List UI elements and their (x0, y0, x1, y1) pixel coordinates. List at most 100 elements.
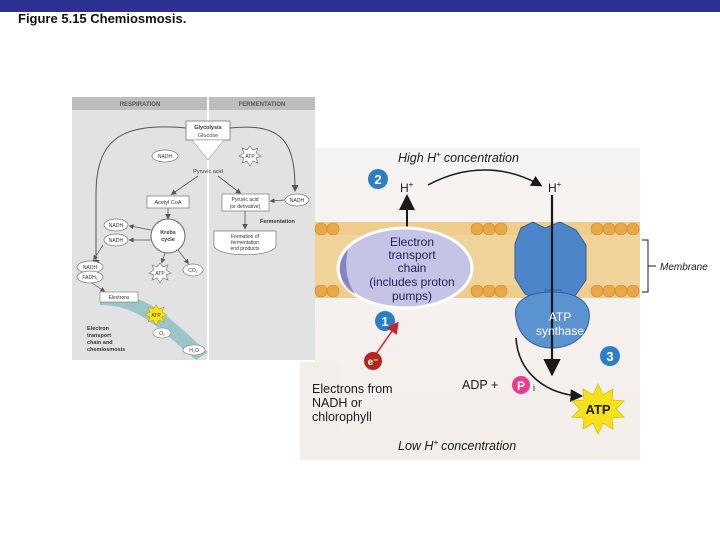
fadh2-label: FADH₂ (82, 275, 97, 281)
arrow-krebs-atp (160, 252, 166, 264)
arrow-krebs-co2 (177, 249, 189, 265)
glucose-label: Glucose (198, 133, 218, 139)
membrane-heads-bottom (314, 284, 640, 298)
atp-burst-krebs (148, 262, 172, 284)
phospholipid-head (626, 284, 640, 298)
electron-symbol: e⁻ (368, 357, 379, 368)
fermentation-products-box (213, 230, 277, 256)
nadh-oval-krebs-2 (103, 233, 129, 247)
atp-synthase-line2: synthase (536, 324, 584, 338)
arrow-nadh-down (93, 244, 104, 261)
atp-synthase-line1: ATP (549, 310, 571, 324)
membrane-bracket (642, 239, 649, 293)
overview-panel: RESPIRATION FERMENTATION Glycolysis Gluc… (72, 97, 315, 360)
arrow-to-electrons (91, 282, 106, 292)
membrane-label: Membrane (660, 262, 708, 273)
fermentation-header: FERMENTATION (239, 102, 286, 108)
title-bar (0, 0, 720, 12)
etc-overview-line2: transport (87, 333, 111, 339)
nadh-oval-top (151, 149, 179, 163)
etc-overview-line4: chemiosmosis (87, 347, 125, 353)
phospholipid-head (482, 284, 496, 298)
h2o-label: H₂O (189, 348, 199, 354)
atp-burst-top (238, 145, 262, 167)
nadh-label-top: NADH (158, 154, 173, 160)
arrow-krebs-nadh-1 (128, 224, 152, 231)
phospholipid-head (590, 284, 604, 298)
products-line3: end products (231, 246, 260, 252)
h-plus-left: H+ (400, 180, 414, 195)
co2-label: CO₂ (188, 268, 198, 274)
etc-line5: pumps) (392, 289, 432, 303)
atp-star (571, 383, 625, 435)
membrane-heads-top (314, 222, 640, 236)
etc-shadow (339, 250, 355, 294)
co2-oval (182, 263, 204, 277)
products-line2: fermentation (231, 240, 259, 246)
pyruvic-derivative-line2: (or derivative) (230, 204, 261, 210)
chemiosmosis-diagram: High H+concentration 2 H+ H+ Electron tr… (300, 148, 708, 460)
electrons-from-line1: Electrons from (312, 382, 393, 396)
phospholipid-head (626, 222, 640, 236)
phospholipid-head (326, 222, 340, 236)
low-h-concentration-label: Low H+concentration (398, 438, 516, 453)
phospholipid-head (590, 222, 604, 236)
phospholipid-head (602, 284, 616, 298)
step-3-label: 3 (606, 349, 613, 364)
electron-arrow (375, 321, 399, 355)
loop-arrow-left (92, 126, 187, 267)
fadh2-oval (76, 270, 104, 284)
h-plus-right: H+ (548, 180, 562, 195)
pyruvic-derivative-box (221, 193, 270, 212)
step-2-circle (368, 169, 388, 189)
phosphate-subscript: i (533, 383, 535, 393)
nadh-label-fermentation: NADH (290, 198, 305, 204)
loop-arrow-right (229, 126, 299, 192)
glycolysis-label: Glycolysis (194, 125, 222, 131)
phospholipid-head (602, 222, 616, 236)
diagram-background-extension (300, 362, 340, 460)
arrow-to-acetyl (170, 175, 199, 195)
high-h-concentration-label: High H+concentration (398, 150, 519, 165)
phospholipid-head (314, 284, 328, 298)
electrons-from-line2: NADH or (312, 396, 362, 410)
krebs-circle (150, 218, 186, 254)
step-3-circle (600, 346, 620, 366)
etc-overview-line1: Electron (87, 326, 110, 332)
electrons-box (99, 291, 139, 303)
pyruvic-derivative-line1: Pyruvic acid (232, 197, 259, 203)
step-1-label: 1 (381, 314, 388, 329)
acetyl-coa-label: Acetyl CoA (154, 200, 182, 206)
h-plus-transfer-arrow (427, 169, 543, 187)
nadh-label-left: NADH (83, 265, 98, 271)
arrow-nadh-to-derivative (269, 198, 286, 204)
step-2-label: 2 (374, 172, 381, 187)
respiration-header: RESPIRATION (120, 102, 161, 108)
fermentation-label: Fermentation (260, 219, 295, 225)
atp-synthase-membrane-part (514, 221, 587, 301)
atp-formation-arrow (515, 337, 584, 402)
electron-flow-band (100, 292, 208, 360)
o2-oval (152, 327, 172, 339)
atp-burst-etc (144, 304, 168, 326)
products-line1: Formation of (231, 234, 260, 240)
krebs-line1: Krebs (160, 230, 176, 236)
electrons-label: Electrons (109, 295, 130, 301)
slide-title: Figure 5.15 Chemiosmosis. (18, 11, 187, 26)
phospholipid-head (614, 222, 628, 236)
phosphate-circle (512, 376, 530, 394)
nadh-label-krebs-1: NADH (109, 223, 124, 229)
electron-transport-chain-oval (336, 226, 474, 310)
phospholipid-head (326, 284, 340, 298)
atp-label-etc: ATP (151, 313, 161, 319)
o2-label: O₂ (159, 331, 165, 337)
atp-product-label: ATP (585, 402, 610, 417)
etc-line4: (includes proton (369, 275, 454, 289)
nadh-oval-krebs-1 (103, 218, 129, 232)
h2o-oval (182, 344, 206, 356)
etc-line2: transport (388, 248, 436, 262)
phospholipid-head (494, 284, 508, 298)
electrons-from-line3: chlorophyll (312, 410, 372, 424)
overview-header-bar (72, 97, 315, 110)
